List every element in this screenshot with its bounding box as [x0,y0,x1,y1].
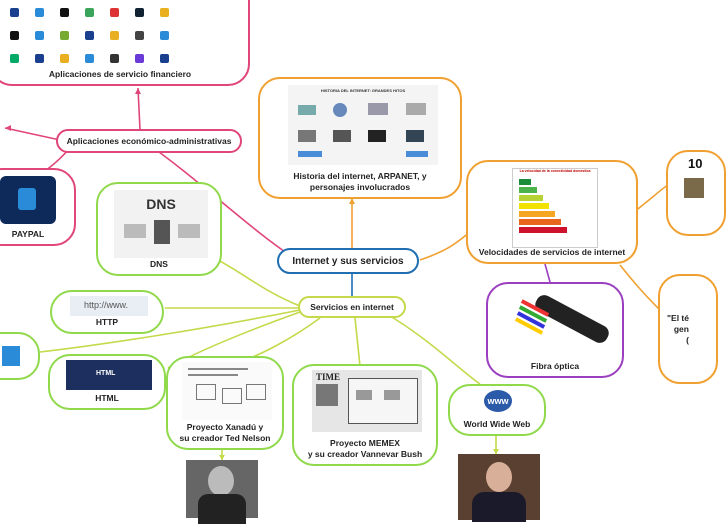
www-node[interactable]: www World Wide Web [448,384,546,436]
right-mid-label: "El té gen ( [667,312,689,345]
dns-label: DNS [150,259,168,269]
html-label: HTML [95,393,119,403]
html-image-text: HTML [96,370,116,377]
http-image: http://www. [70,296,148,316]
right-top-number: 10 [688,156,703,171]
right-mid-node[interactable]: "El té gen ( [658,274,718,384]
finance-label: Aplicaciones de servicio financiero [48,69,192,79]
www-globe-icon: www [484,390,512,412]
right-top-node[interactable]: 10 [666,150,726,236]
xanadu-node[interactable]: Proyecto Xanadú y su creador Ted Nelson [166,356,284,450]
memex-node[interactable]: TIME Proyecto MEMEX y su creador Vanneva… [292,364,438,466]
ted-nelson-photo [186,460,258,524]
xanadu-diagram-image [182,362,272,420]
left-cut-image [2,346,20,366]
berners-lee-photo [458,454,540,522]
dns-image: DNS [114,190,208,258]
http-node[interactable]: http://www. HTTP [50,290,164,334]
www-label: World Wide Web [463,419,531,429]
html-image: HTML [66,360,152,390]
fiber-label: Fibra óptica [530,361,580,371]
speeds-label: Velocidades de servicios de internet [478,247,626,257]
fiber-cable-image [502,290,612,356]
dns-node[interactable]: DNS DNS [96,182,222,276]
http-label: HTTP [95,317,119,327]
memex-image: TIME [312,370,422,432]
paypal-label: PAYPAL [11,229,45,239]
connector-lines [4,87,669,460]
paypal-logo-icon [18,188,36,210]
history-node[interactable]: HISTORIA DEL INTERNET: GRANDES HITOS His… [258,77,462,199]
http-image-text: http://www. [84,300,129,310]
services-node[interactable]: Servicios en internet [298,296,406,318]
xanadu-label: Proyecto Xanadú y su creador Ted Nelson [179,422,271,443]
history-timeline-image: HISTORIA DEL INTERNET: GRANDES HITOS [288,85,438,165]
speeds-node[interactable]: La velocidad de la conectividad domestic… [466,160,638,264]
econ-node[interactable]: Aplicaciones económico-administrativas [56,129,242,153]
dns-image-title: DNS [146,196,176,212]
history-image-title: HISTORIA DEL INTERNET: GRANDES HITOS [320,88,406,93]
speeds-image: La velocidad de la conectividad domestic… [512,168,598,248]
memex-label: Proyecto MEMEX y su creador Vannevar Bus… [307,438,423,459]
finance-node[interactable]: Aplicaciones de servicio financiero [0,0,250,86]
fiber-node[interactable]: Fibra óptica [486,282,624,378]
history-label: Historia del internet, ARPANET, y person… [293,171,427,192]
left-cut-node[interactable] [0,332,40,380]
paypal-image [0,176,56,224]
central-node[interactable]: Internet y sus servicios [277,248,419,274]
www-icon-text: www [487,396,509,406]
memex-image-title: TIME [316,372,341,382]
speeds-image-title: La velocidad de la conectividad domestic… [519,169,591,173]
html-node[interactable]: HTML HTML [48,354,166,410]
finance-app-grid [10,4,230,68]
paypal-node[interactable]: PAYPAL [0,168,76,246]
